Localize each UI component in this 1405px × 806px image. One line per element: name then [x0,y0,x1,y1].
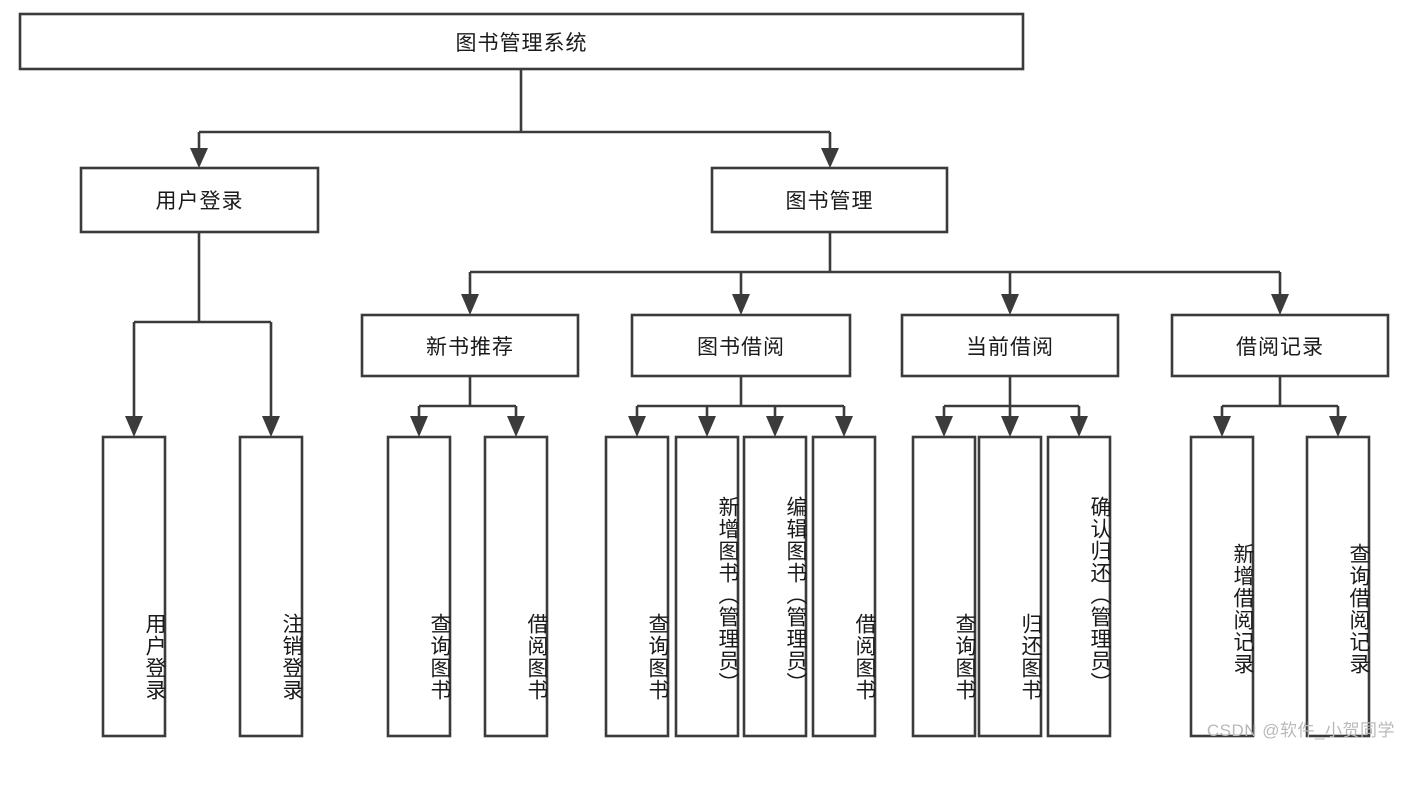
connector-layer [125,69,1347,437]
leaf-borrow-record-1[interactable] [1189,435,1255,738]
leaf-current-borrow-2[interactable] [977,435,1043,738]
arrow-head-leaf-logout [262,416,280,437]
leaf-book-borrow-1[interactable] [604,435,670,738]
arrow-head-leaf-user-login [125,416,143,437]
node-current-borrow[interactable] [900,313,1120,378]
leaf-user-login-2[interactable] [238,435,304,738]
arrow-head-bb-leaf-3 [766,416,784,437]
arrow-head-bb-leaf-1 [628,416,646,437]
arrow-head-br-leaf-2 [1329,416,1347,437]
arrow-head-book-borrow [732,294,750,315]
diagram-canvas [18,12,1390,738]
flowchart-diagram: 图书管理系统 用户登录 图书管理 新书推荐 图书借阅 当前借阅 借阅记录 用户登… [18,12,1394,740]
leaf-user-login-1[interactable] [101,435,167,738]
arrow-head-new-book [461,294,479,315]
node-new-book-recommend[interactable] [360,313,580,378]
box-layer [18,12,1390,738]
leaf-book-borrow-4[interactable] [811,435,877,738]
arrow-head-borrow-record [1271,294,1289,315]
arrow-head-cb-leaf-1 [935,416,953,437]
node-book-borrow[interactable] [630,313,852,378]
arrow-head-bb-leaf-2 [698,416,716,437]
node-borrow-record[interactable] [1170,313,1390,378]
arrow-head-cb-leaf-3 [1070,416,1088,437]
leaf-new-book-1[interactable] [386,435,452,738]
node-user-login[interactable] [79,166,320,234]
node-book-management[interactable] [710,166,949,234]
arrow-head-nb-leaf-2 [507,416,525,437]
arrow-head-user-login [190,148,208,168]
arrow-head-nb-leaf-1 [410,416,428,437]
leaf-book-borrow-3[interactable] [742,435,808,738]
leaf-current-borrow-3[interactable] [1046,435,1112,738]
leaf-current-borrow-1[interactable] [911,435,977,738]
arrow-head-bb-leaf-4 [835,416,853,437]
node-root-system[interactable] [18,12,1025,71]
arrow-head-br-leaf-1 [1213,416,1231,437]
arrow-head-current-borrow [1001,294,1019,315]
arrow-head-book-mgmt [821,148,839,168]
leaf-borrow-record-2[interactable] [1305,435,1371,738]
arrow-head-cb-leaf-2 [1001,416,1019,437]
leaf-book-borrow-2[interactable] [674,435,740,738]
leaf-new-book-2[interactable] [483,435,549,738]
